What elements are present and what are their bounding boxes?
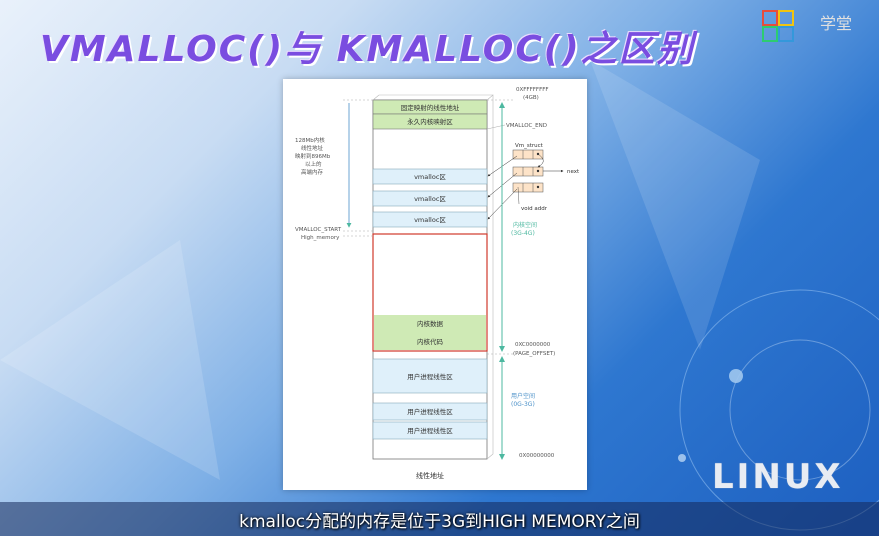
vm-struct-node [512, 182, 544, 193]
void-addr-label: void addr [521, 206, 548, 212]
video-subtitle: kmalloc分配的内存是位于3G到HIGH MEMORY之间 [239, 512, 640, 532]
vm-struct-node [512, 166, 544, 177]
kernel-space-label: 内核空间 [513, 221, 537, 229]
user-region-block [372, 358, 488, 394]
next-label: next [567, 169, 580, 175]
high-memory-label: High_memory [301, 235, 340, 241]
memory-layout-diagram: 固定映射的线性地址 永久内核映射区 vmalloc区 vmalloc区 vmal… [283, 79, 587, 490]
linux-watermark: LINUX [712, 457, 844, 497]
logo-icon [760, 8, 820, 52]
user-region-label: 用户进程线性区 [407, 407, 453, 416]
video-title: VMALLOC()与 KMALLOC()之区别 [40, 29, 695, 70]
vmalloc-block [372, 190, 488, 207]
top-address-sub: (4GB) [523, 95, 539, 101]
fixed-map-label: 固定映射的线性地址 [401, 103, 460, 112]
user-region-block [372, 402, 488, 421]
page-offset-address: 0XC0000000 [515, 342, 551, 348]
left-note-line: 128Mb内核 [295, 136, 325, 144]
page-offset-label: (PAGE_OFFSET) [513, 351, 555, 357]
kmap-block [372, 113, 488, 130]
kmap-label: 永久内核映射区 [407, 117, 453, 126]
vmalloc-block [372, 211, 488, 228]
user-space-range: (0G-3G) [511, 401, 535, 408]
subtitle-bar [0, 502, 879, 536]
kernel-data-label: 内核数据 [417, 319, 444, 328]
user-region-label: 用户进程线性区 [407, 426, 453, 435]
vmalloc-start-label: VMALLOC_START [295, 227, 342, 233]
user-region-block [372, 421, 488, 440]
vm-struct-node [512, 149, 544, 160]
vm-struct-label: Vm_struct [515, 143, 544, 149]
logo-text: 学堂 [820, 14, 853, 33]
left-note-line: 线性地址 [301, 144, 324, 152]
kernel-space-range: (3G-4G) [511, 230, 535, 237]
bottom-address: 0X00000000 [519, 453, 555, 459]
user-region-label: 用户进程线性区 [407, 372, 453, 381]
left-note-line: 高端内存 [301, 168, 324, 176]
kernel-code-block [374, 332, 486, 350]
vmalloc-label: vmalloc区 [414, 216, 446, 224]
kernel-data-block [374, 315, 486, 332]
user-space-label: 用户空间 [511, 392, 535, 400]
vmalloc-end-label: VMALLOC_END [506, 123, 547, 129]
diagram-caption: 线性地址 [416, 471, 444, 480]
top-address: 0XFFFFFFFF [516, 87, 549, 93]
vmalloc-label: vmalloc区 [414, 173, 446, 181]
left-note-line: 以上的 [305, 160, 322, 168]
vmalloc-label: vmalloc区 [414, 195, 446, 203]
kernel-code-label: 内核代码 [417, 337, 444, 346]
left-note-line: 映射到896Mb [295, 152, 331, 160]
vmalloc-block [372, 168, 488, 185]
